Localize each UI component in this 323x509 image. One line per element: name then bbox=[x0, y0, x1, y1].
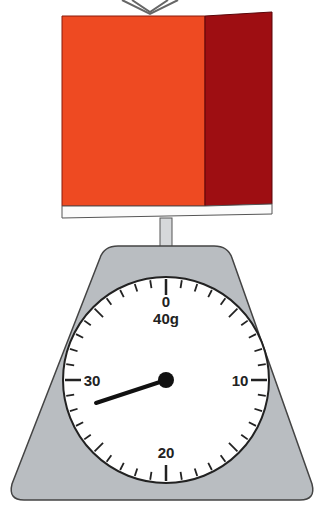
tick-mark bbox=[70, 409, 78, 411]
tick-mark bbox=[258, 395, 266, 396]
tick-mark bbox=[76, 334, 83, 338]
tick-mark bbox=[254, 349, 262, 351]
tick-mark bbox=[95, 443, 103, 451]
dial-face bbox=[63, 277, 269, 483]
dial-unit-label: 40g bbox=[153, 311, 179, 326]
tick-mark bbox=[208, 290, 212, 297]
red-box bbox=[62, 12, 272, 218]
tick-mark bbox=[241, 435, 247, 440]
dial-ticks bbox=[65, 279, 267, 481]
tick-mark bbox=[66, 395, 74, 396]
tick-mark bbox=[249, 422, 256, 426]
tick-mark bbox=[150, 472, 151, 480]
tick-mark bbox=[251, 379, 267, 382]
tick-mark bbox=[76, 422, 83, 426]
tick-mark bbox=[258, 364, 266, 365]
tick-mark bbox=[195, 468, 197, 476]
scale-rod bbox=[160, 218, 172, 248]
tick-mark bbox=[65, 379, 81, 382]
tick-mark bbox=[84, 435, 90, 440]
tick-mark bbox=[135, 284, 137, 292]
dial-number: 30 bbox=[84, 373, 101, 388]
dial-number: 10 bbox=[232, 373, 249, 388]
pointer bbox=[96, 380, 166, 403]
tick-mark bbox=[221, 298, 226, 304]
tick-mark bbox=[107, 298, 112, 304]
tick-mark bbox=[165, 465, 168, 481]
tick-mark bbox=[95, 309, 103, 317]
tick-mark bbox=[229, 309, 237, 317]
tick-mark bbox=[150, 280, 151, 288]
tick-mark bbox=[208, 463, 212, 470]
tick-mark bbox=[120, 463, 124, 470]
tick-mark bbox=[84, 321, 90, 326]
tick-mark bbox=[241, 321, 247, 326]
tick-mark bbox=[181, 472, 182, 480]
tick-mark bbox=[195, 284, 197, 292]
hanging-string bbox=[122, 0, 178, 14]
tick-mark bbox=[221, 455, 226, 461]
pointer-hub bbox=[158, 372, 174, 388]
tick-mark bbox=[229, 443, 237, 451]
tick-mark bbox=[249, 334, 256, 338]
tick-mark bbox=[70, 349, 78, 351]
tick-mark bbox=[120, 290, 124, 297]
tick-mark bbox=[135, 468, 137, 476]
tick-mark bbox=[66, 364, 74, 365]
dial-number: 20 bbox=[158, 445, 175, 460]
scale-body bbox=[11, 246, 313, 500]
dial-number: 0 bbox=[162, 294, 170, 309]
tick-mark bbox=[254, 409, 262, 411]
tick-mark bbox=[107, 455, 112, 461]
tick-mark bbox=[181, 280, 182, 288]
